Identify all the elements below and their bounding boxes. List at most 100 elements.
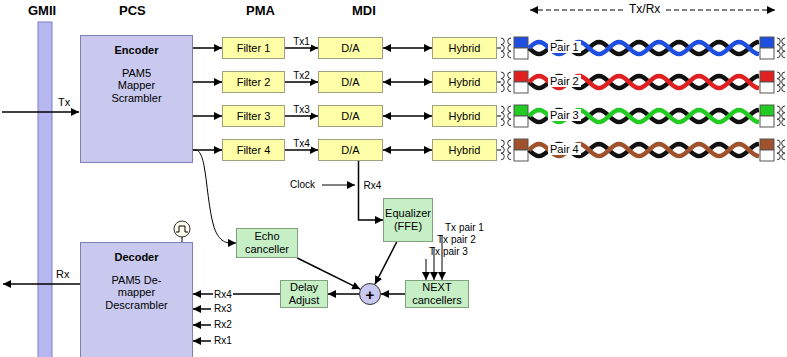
pair-label: Pair 1 xyxy=(548,41,581,53)
signal-name: Tx pair 2 xyxy=(437,234,476,245)
signal-connector xyxy=(193,81,222,83)
signal-name: Tx pair 3 xyxy=(429,246,468,257)
box-label: Hybrid xyxy=(449,144,481,157)
box-body: PAM5 De-mapper Descrambler xyxy=(105,274,169,312)
signal-name: Rx2 xyxy=(214,319,232,330)
hybrid-wire xyxy=(497,150,501,151)
transformer-coil xyxy=(501,140,504,160)
transformer-coil xyxy=(508,72,511,92)
clock-symbol xyxy=(174,221,190,237)
summing-junction: + xyxy=(359,283,381,305)
next-canceller-box: NEXT cancellers xyxy=(405,280,469,308)
dac-box: D/A xyxy=(318,37,383,59)
signal-connector xyxy=(285,115,318,117)
box-label: Hybrid xyxy=(449,42,481,55)
connector-pin xyxy=(760,116,774,127)
dac-box: D/A xyxy=(318,139,383,161)
connector-pin xyxy=(514,82,528,93)
hybrid-box: Hybrid xyxy=(432,105,497,127)
box-label: Equalizer (FFE) xyxy=(385,207,431,232)
dac-box: D/A xyxy=(318,71,383,93)
clock-arrow xyxy=(322,185,355,186)
hybrid-wire xyxy=(497,48,501,49)
pair-label: Pair 4 xyxy=(548,143,581,155)
signal-name: Clock xyxy=(290,179,315,190)
equalizer-box: Equalizer (FFE) xyxy=(383,198,433,242)
twisted-pair-wire xyxy=(529,144,759,156)
twisted-pair-wire xyxy=(529,144,759,156)
junction-circle xyxy=(360,284,381,305)
connector-pin xyxy=(514,105,528,116)
pair-label: Pair 2 xyxy=(548,75,581,87)
signal-name: Rx1 xyxy=(214,335,232,346)
twisted-pair-wire xyxy=(529,76,759,88)
dac-box: D/A xyxy=(318,105,383,127)
signal-connector xyxy=(359,161,384,220)
rx-arrow xyxy=(193,340,211,342)
signal-connector xyxy=(285,149,318,151)
layer-heading: MDI xyxy=(352,4,376,18)
signal-connector xyxy=(193,150,236,243)
twisted-pair-wire xyxy=(529,110,759,122)
box-label: Hybrid xyxy=(449,110,481,123)
connector-pin xyxy=(760,105,774,116)
transformer-coil xyxy=(508,38,511,58)
signal-connector xyxy=(193,47,222,49)
transformer-coil xyxy=(501,72,504,92)
signal-name: Rx4 xyxy=(213,289,233,300)
rx-arrow xyxy=(193,324,211,326)
box-label: D/A xyxy=(341,76,359,89)
signal-name: Rx3 xyxy=(214,303,232,314)
signal-connector xyxy=(383,115,432,117)
box-label: Decoder xyxy=(114,251,158,264)
box-label: Hybrid xyxy=(449,76,481,89)
delay-adjust-box: Delay Adjust xyxy=(280,280,328,308)
connector-pin xyxy=(760,139,774,150)
hybrid-wire xyxy=(497,116,501,117)
layer-heading: GMII xyxy=(28,4,56,18)
transformer-coil xyxy=(782,72,785,92)
transformer-coil xyxy=(777,106,780,126)
connector-pin xyxy=(760,82,774,93)
signal-connector xyxy=(328,293,359,295)
transformer-coil xyxy=(501,106,504,126)
signal-name: Tx4 xyxy=(292,138,311,149)
box-label: D/A xyxy=(341,144,359,157)
span-arrow xyxy=(530,10,624,11)
transformer-coil xyxy=(777,140,780,160)
box-label: D/A xyxy=(341,42,359,55)
decoder-box: DecoderPAM5 De-mapper Descrambler xyxy=(80,242,193,357)
echo-canceller-box: Echo canceller xyxy=(236,228,298,258)
twisted-pair-wire xyxy=(529,110,759,122)
signal-name: Tx2 xyxy=(292,70,311,81)
connector-pin xyxy=(760,71,774,82)
box-label: Filter 3 xyxy=(237,110,271,123)
signal-connector xyxy=(383,47,432,49)
transformer-coil xyxy=(782,38,785,58)
signal-name: Tx3 xyxy=(292,104,311,115)
transformer-coil xyxy=(782,106,785,126)
signal-connector xyxy=(193,115,222,117)
box-label: Filter 1 xyxy=(237,42,271,55)
signal-name: Tx1 xyxy=(292,36,311,47)
connector-pin xyxy=(514,48,528,59)
connector-pin xyxy=(514,139,528,150)
tx-bus-arrow xyxy=(2,111,79,113)
box-label: NEXT cancellers xyxy=(408,281,466,306)
box-label: D/A xyxy=(341,110,359,123)
gmii-bus-bar xyxy=(38,22,52,357)
signal-connector xyxy=(285,81,318,83)
rx-bus-arrow xyxy=(3,283,80,285)
signal-connector xyxy=(383,81,432,83)
transformer-coil xyxy=(508,140,511,160)
layer-heading: PCS xyxy=(119,4,146,18)
box-label: Filter 2 xyxy=(237,76,271,89)
rx-arrow xyxy=(193,308,211,310)
layer-heading: PMA xyxy=(246,4,275,18)
box-label: Filter 4 xyxy=(237,144,271,157)
span-label: Tx/Rx xyxy=(629,3,660,16)
box-body: PAM5 Mapper Scrambler xyxy=(105,67,169,105)
connector-pin xyxy=(514,116,528,127)
connector-pin xyxy=(760,48,774,59)
signal-name: Tx pair 1 xyxy=(445,222,484,233)
